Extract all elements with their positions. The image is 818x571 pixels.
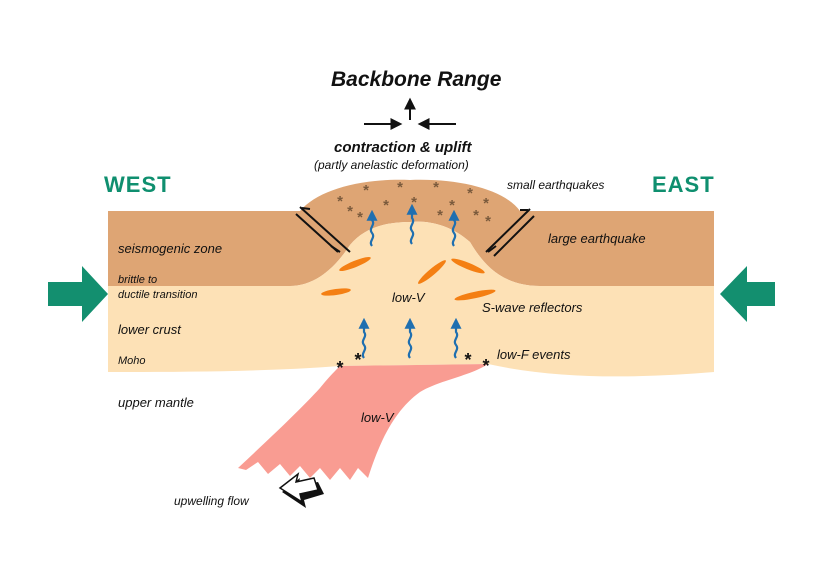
svg-text:*: * — [411, 194, 417, 211]
s-wave-reflector-marks — [321, 256, 496, 301]
svg-text:*: * — [354, 350, 361, 370]
brittle-ductile-label-1: brittle to — [118, 274, 158, 286]
svg-text:*: * — [397, 179, 403, 196]
west-label: WEST — [104, 172, 172, 197]
upwelling-flow-label: upwelling flow — [174, 494, 249, 508]
low-v-crust-label: low-V — [392, 290, 425, 305]
mantle-plume — [238, 364, 488, 480]
svg-text:*: * — [482, 356, 489, 376]
svg-text:*: * — [347, 203, 353, 220]
small-earthquakes-label: small earthquakes — [507, 178, 605, 192]
lower-crust-label: lower crust — [118, 322, 181, 337]
upper-mantle-label: upper mantle — [118, 395, 194, 410]
seismogenic-zone-layer — [108, 179, 714, 286]
svg-text:*: * — [473, 207, 479, 224]
east-label: EAST — [652, 172, 715, 197]
east-fault — [485, 208, 535, 257]
moho-label: Moho — [118, 355, 146, 367]
svg-text:*: * — [363, 182, 369, 199]
large-earthquake-label: large earthquake — [548, 231, 646, 246]
fluid-flow-arrows — [358, 203, 462, 359]
west-fault — [295, 206, 351, 253]
seismogenic-zone-label: seismogenic zone — [118, 241, 223, 256]
page-title: Backbone Range — [331, 68, 502, 91]
svg-text:*: * — [336, 358, 343, 378]
process-sublabel: (partly anelastic deformation) — [314, 158, 469, 172]
svg-text:*: * — [437, 207, 443, 224]
low-v-mantle-label: low-V — [361, 410, 394, 425]
svg-text:*: * — [357, 209, 363, 226]
brittle-ductile-label-2: ductile transition — [118, 289, 198, 301]
svg-text:*: * — [449, 197, 455, 214]
contraction-uplift-arrows — [364, 97, 456, 130]
low-f-event-markers: * * * * — [336, 350, 489, 378]
upwelling-flow-arrow — [278, 472, 324, 508]
svg-text:*: * — [337, 193, 343, 210]
svg-text:*: * — [433, 179, 439, 196]
east-compression-arrow — [720, 266, 775, 322]
west-compression-arrow — [48, 266, 108, 322]
svg-text:*: * — [467, 185, 473, 202]
svg-text:*: * — [485, 213, 491, 230]
s-wave-reflectors-label: S-wave reflectors — [482, 300, 583, 315]
svg-text:*: * — [464, 350, 471, 370]
svg-text:*: * — [483, 195, 489, 212]
process-label: contraction & uplift — [334, 139, 472, 156]
low-f-events-label: low-F events — [497, 347, 571, 362]
svg-text:*: * — [383, 197, 389, 214]
small-earthquakes-markers: *** *** *** *** ** — [337, 179, 491, 230]
